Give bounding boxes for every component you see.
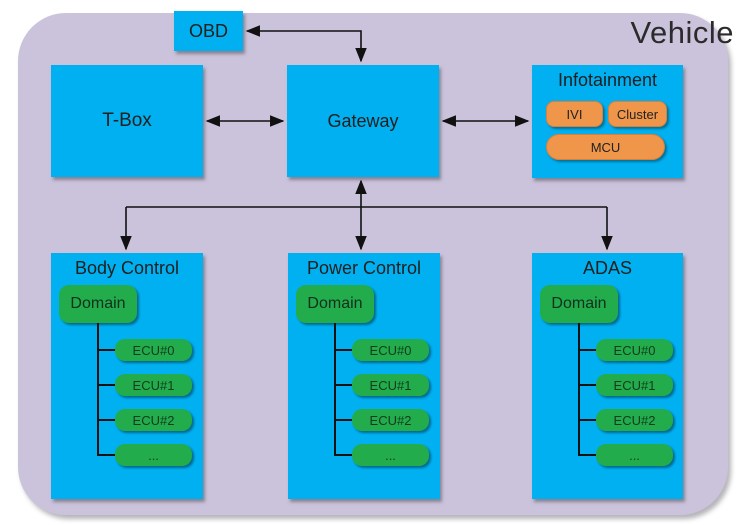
node-gateway-label: Gateway — [327, 110, 399, 131]
chip-mcu-label: MCU — [590, 139, 621, 155]
tree-branch — [97, 384, 116, 386]
diagram-title: Vehicle — [630, 15, 734, 50]
power-control-domain-box: Domain — [296, 285, 374, 323]
body-ecu-2: ECU#2 — [115, 409, 192, 431]
power-control-title: Power Control — [306, 258, 422, 278]
adas-ecu-2: ECU#2 — [596, 409, 673, 431]
chip-ivi-label: IVI — [566, 106, 583, 122]
tree-branch — [97, 349, 116, 351]
tree-branch — [334, 419, 353, 421]
ecu-label: ECU#0 — [613, 342, 656, 358]
adas-domain-box: Domain — [540, 285, 618, 323]
body-ecu-1: ECU#1 — [115, 374, 192, 396]
panel-adas-domain: ADAS Domain ECU#0 ECU#1 ECU#2 ... — [532, 253, 683, 499]
ecu-label: ECU#1 — [369, 377, 412, 393]
ecu-label: ECU#0 — [369, 342, 412, 358]
panel-body-control-domain: Body Control Domain ECU#0 ECU#1 ECU#2 ..… — [51, 253, 203, 499]
adas-ecu-0: ECU#0 — [596, 339, 673, 361]
tree-trunk — [578, 323, 580, 456]
power-control-domain-label: Domain — [307, 295, 363, 312]
panel-infotainment: Infotainment IVI Cluster MCU — [532, 65, 683, 178]
power-ecu-2: ECU#2 — [352, 409, 429, 431]
body-ecu-0: ECU#0 — [115, 339, 192, 361]
node-tbox-label: T-Box — [102, 110, 152, 131]
node-obd-label: OBD — [188, 20, 228, 41]
tree-trunk — [334, 323, 336, 456]
body-ecu-more: ... — [115, 444, 192, 466]
adas-domain-label: Domain — [551, 295, 607, 312]
tree-branch — [578, 419, 597, 421]
chip-ivi: IVI — [546, 101, 603, 127]
tree-branch — [578, 384, 597, 386]
ecu-label: ECU#2 — [132, 412, 175, 428]
tree-branch — [334, 349, 353, 351]
chip-cluster-label: Cluster — [616, 106, 659, 122]
tree-branch — [97, 454, 116, 456]
tree-branch — [578, 349, 597, 351]
adas-ecu-more: ... — [596, 444, 673, 466]
tree-trunk — [97, 323, 99, 456]
chip-mcu: MCU — [546, 134, 665, 160]
ecu-label: ... — [385, 447, 396, 463]
tree-branch — [334, 454, 353, 456]
body-control-domain-label: Domain — [70, 295, 126, 312]
node-obd: OBD — [174, 11, 243, 51]
adas-title: ADAS — [582, 258, 633, 278]
ecu-label: ... — [629, 447, 640, 463]
ecu-label: ECU#2 — [613, 412, 656, 428]
body-control-title: Body Control — [74, 258, 180, 278]
infotainment-title: Infotainment — [557, 70, 658, 90]
tree-branch — [578, 454, 597, 456]
ecu-label: ECU#0 — [132, 342, 175, 358]
power-ecu-0: ECU#0 — [352, 339, 429, 361]
node-gateway: Gateway — [287, 65, 439, 177]
ecu-label: ECU#2 — [369, 412, 412, 428]
body-control-domain-box: Domain — [59, 285, 137, 323]
tree-branch — [334, 384, 353, 386]
ecu-label: ... — [148, 447, 159, 463]
power-ecu-more: ... — [352, 444, 429, 466]
tree-branch — [97, 419, 116, 421]
power-ecu-1: ECU#1 — [352, 374, 429, 396]
ecu-label: ECU#1 — [132, 377, 175, 393]
panel-power-control-domain: Power Control Domain ECU#0 ECU#1 ECU#2 .… — [288, 253, 440, 499]
chip-cluster: Cluster — [608, 101, 667, 127]
ecu-label: ECU#1 — [613, 377, 656, 393]
node-tbox: T-Box — [51, 65, 203, 177]
adas-ecu-1: ECU#1 — [596, 374, 673, 396]
